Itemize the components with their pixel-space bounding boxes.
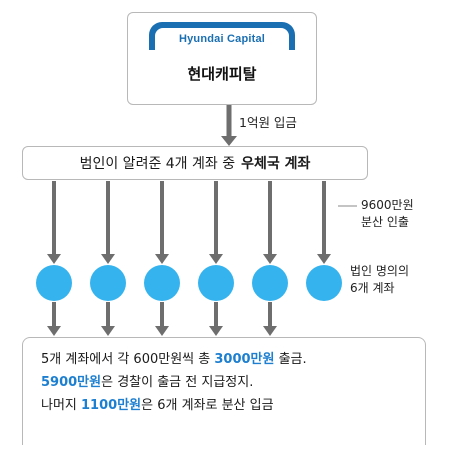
summary-line-3: 나머지 1100만원은 6개 계좌로 분산 입금 xyxy=(41,394,425,417)
amount-3000: 3000만원 xyxy=(214,352,275,367)
summary-text: 5개 계좌에서 각 600만원씩 총 xyxy=(41,352,215,367)
logo-text: Hyundai Capital xyxy=(155,28,289,50)
split-arrow-1-head xyxy=(47,254,61,264)
corporate-accounts-label: 법인 명의의 6개 계좌 xyxy=(350,263,409,297)
corporate-accounts-line2: 6개 계좌 xyxy=(350,281,395,295)
summary-text: 나머지 xyxy=(41,398,82,413)
withdraw-arrow-2-head xyxy=(101,326,115,336)
split-arrow-3-head xyxy=(155,254,169,264)
amount-1100: 1100만원 xyxy=(81,398,142,413)
split-arrow-5-head xyxy=(263,254,277,264)
withdrawal-label: 9600만원 분산 인출 xyxy=(361,197,414,231)
withdraw-arrow-5-head xyxy=(263,326,277,336)
corporate-account-circle-6 xyxy=(306,265,342,301)
summary-text: 출금. xyxy=(274,352,307,367)
corporate-account-circle-3 xyxy=(144,265,180,301)
company-name: 현대캐피탈 xyxy=(187,65,257,83)
corporate-account-circle-2 xyxy=(90,265,126,301)
summary-text: 은 6개 계좌로 분산 입금 xyxy=(141,398,274,413)
hyundai-capital-logo: Hyundai Capital xyxy=(149,22,295,50)
hyundai-capital-box: Hyundai Capital 현대캐피탈 xyxy=(127,12,317,105)
withdrawal-amount: 9600만원 xyxy=(361,198,414,212)
post-office-account: 우체국 계좌 xyxy=(241,156,311,172)
summary-line-2: 5900만원은 경찰이 출금 전 지급정지. xyxy=(41,371,425,394)
withdraw-arrow-4-head xyxy=(209,326,223,336)
split-arrow-6-head xyxy=(317,254,331,264)
summary-box: 5개 계좌에서 각 600만원씩 총 3000만원 출금. 5900만원은 경찰… xyxy=(22,337,426,445)
corporate-account-circle-5 xyxy=(252,265,288,301)
amount-5900: 5900만원 xyxy=(41,375,102,390)
split-arrow-4-head xyxy=(209,254,223,264)
corporate-account-circle-4 xyxy=(198,265,234,301)
summary-line-1: 5개 계좌에서 각 600만원씩 총 3000만원 출금. xyxy=(41,348,425,371)
summary-text: 은 경찰이 출금 전 지급정지. xyxy=(101,375,254,390)
corporate-accounts-line1: 법인 명의의 xyxy=(350,264,410,278)
withdrawal-desc: 분산 인출 xyxy=(361,215,409,229)
withdraw-arrow-1-head xyxy=(47,326,61,336)
accounts-box: 범인이 알려준 4개 계좌 중 우체국 계좌 xyxy=(22,146,368,180)
deposit-label: 1억원 입금 xyxy=(239,115,297,130)
withdraw-arrow-3-head xyxy=(155,326,169,336)
split-arrow-2-head xyxy=(101,254,115,264)
corporate-account-circle-1 xyxy=(36,265,72,301)
accounts-prefix: 범인이 알려준 4개 계좌 중 xyxy=(79,156,236,172)
